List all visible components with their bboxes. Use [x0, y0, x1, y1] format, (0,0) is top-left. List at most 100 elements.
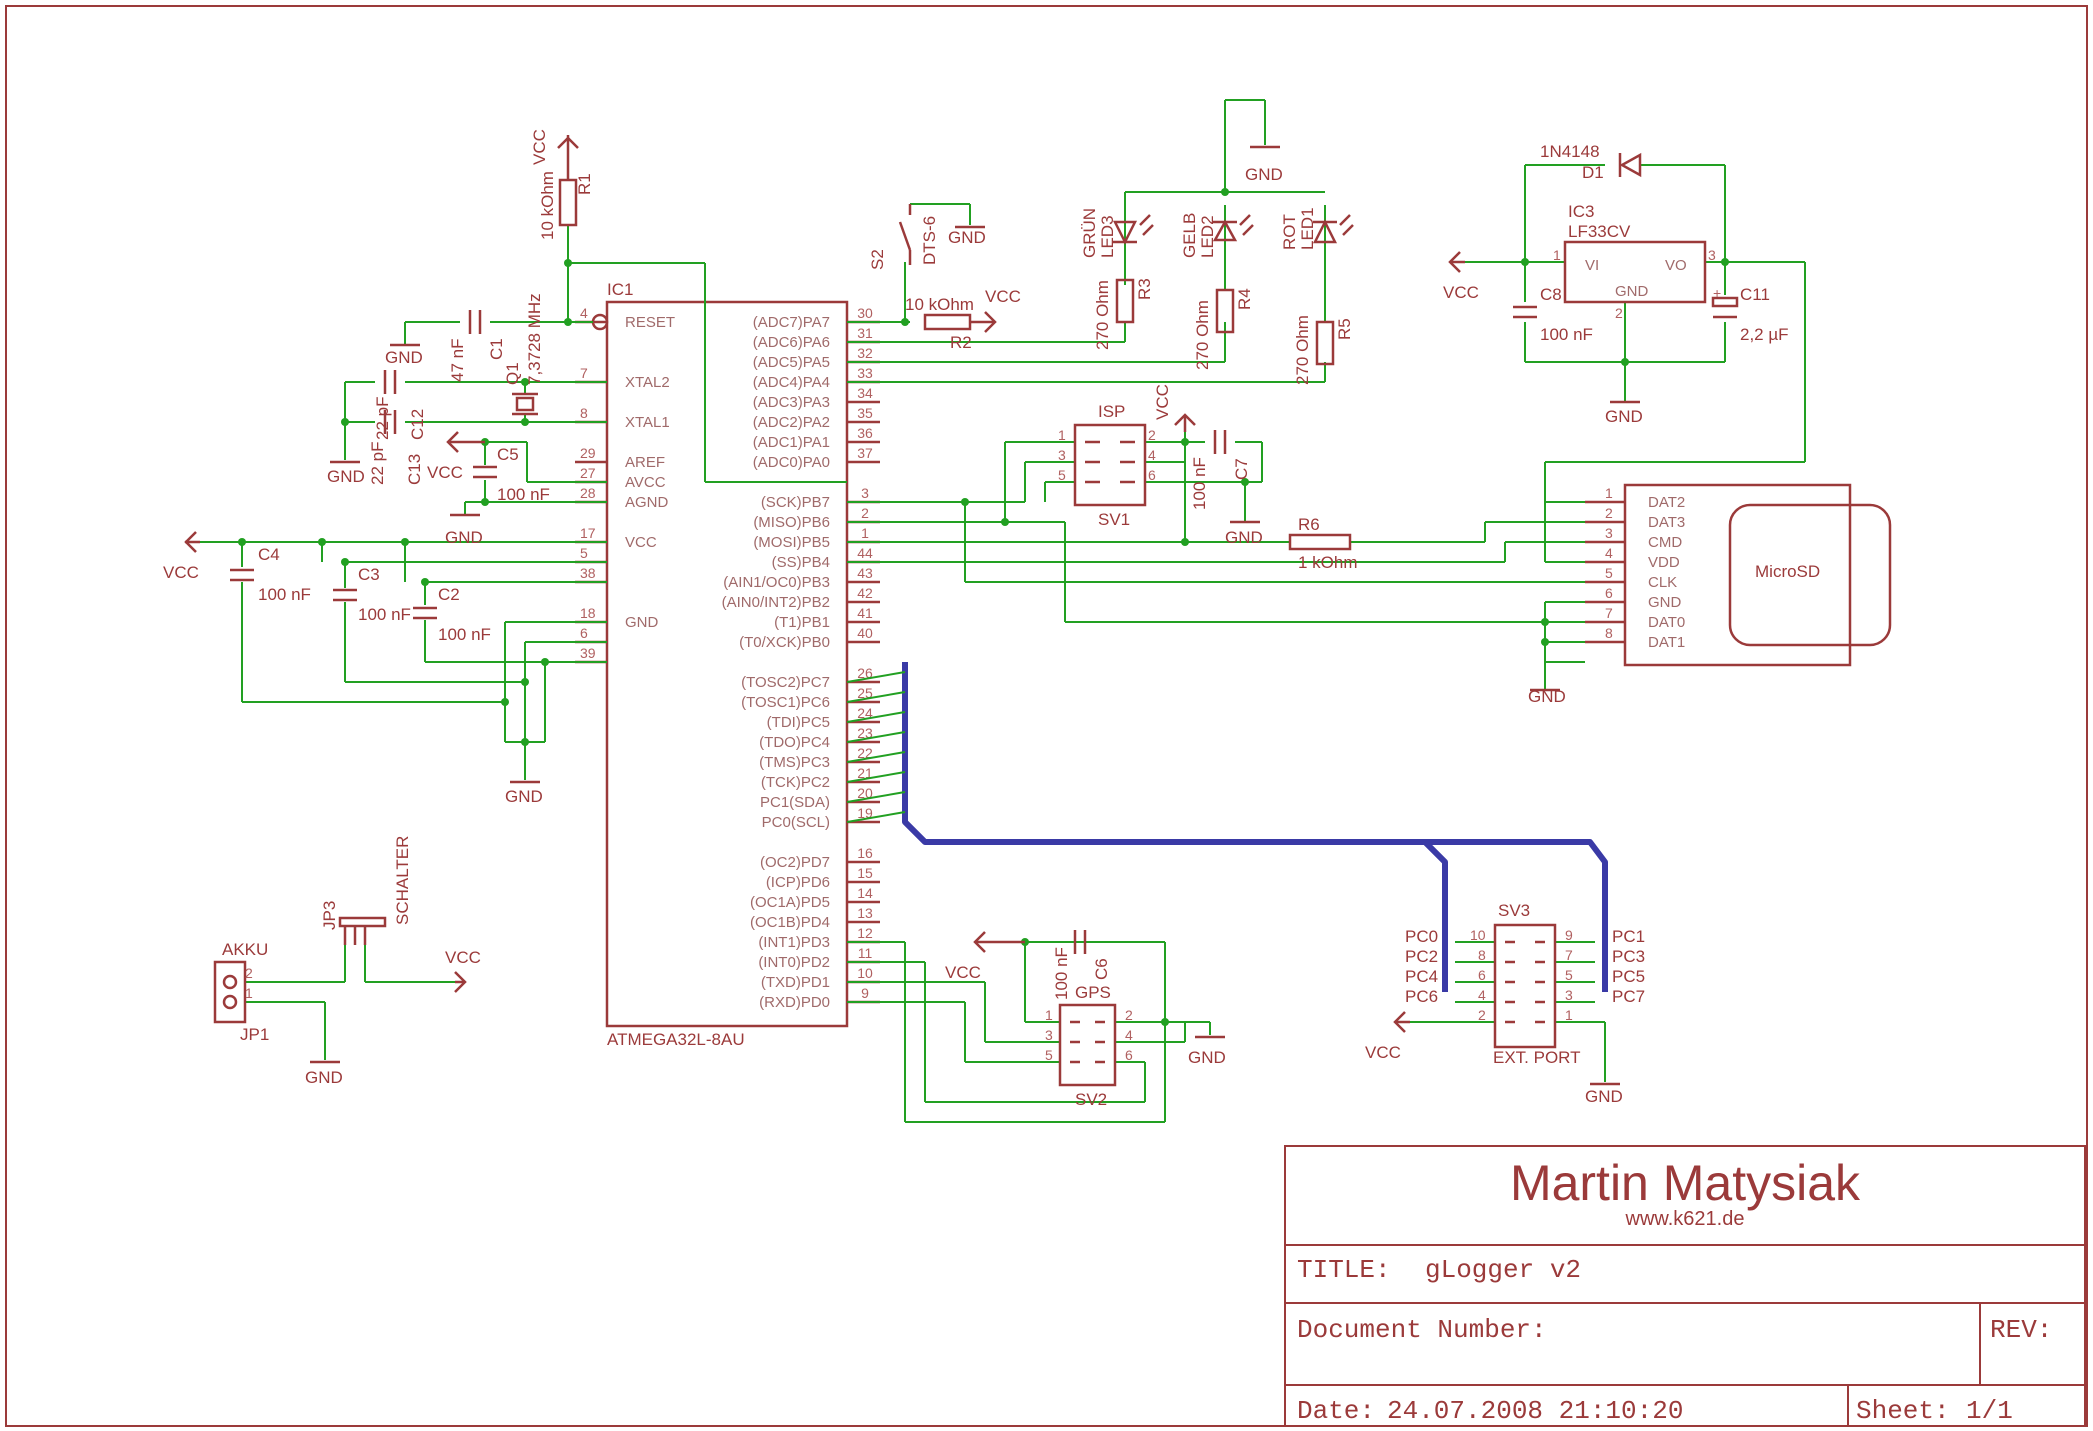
jp1-ref: JP1 [240, 1025, 269, 1044]
pc-left-1: PC2 [1405, 947, 1438, 966]
capacitor-c8: C8 100 nF [1513, 285, 1593, 344]
mcu-right-pin-name: (ADC2)PA2 [753, 414, 830, 431]
mcu-left-pin-number: 29 [580, 445, 596, 461]
svg-text:6: 6 [1478, 967, 1486, 983]
sd-pin-name: CLK [1648, 574, 1677, 591]
sv2-ref: SV2 [1075, 1090, 1107, 1109]
mcu-right-pin-name: (ADC1)PA1 [753, 434, 830, 451]
svg-text:2: 2 [1125, 1007, 1133, 1023]
mcu-right-pins: 30(ADC7)PA731(ADC6)PA632(ADC5)PA533(ADC4… [722, 305, 880, 1011]
mcu-right-pin-name: (OC2)PD7 [760, 854, 830, 871]
mcu-right-pin-name: (MISO)PB6 [753, 514, 830, 531]
sd-pin-name: GND [1648, 594, 1682, 611]
r6-value: 1 kOhm [1298, 553, 1358, 572]
mcu-right-pin-name: (TOSC1)PC6 [741, 694, 830, 711]
c6-ref: C6 [1092, 958, 1111, 980]
svg-text:4: 4 [1148, 447, 1156, 463]
led3-color: GRÜN [1080, 208, 1099, 258]
mcu-right-pin-number: 10 [857, 965, 873, 981]
sv3-ref: SV3 [1498, 901, 1530, 920]
led-led3: GRÜN LED3 [1080, 208, 1154, 258]
mcu-right-pin-name: (INT0)PD2 [758, 954, 830, 971]
pc-left-3: PC6 [1405, 987, 1438, 1006]
r3-value: 270 Ohm [1093, 280, 1112, 350]
title-block: Martin Matysiak www.k621.de TITLE: gLogg… [1284, 1145, 2086, 1427]
vcc-label-r2: VCC [985, 287, 1021, 306]
c8-value: 100 nF [1540, 325, 1593, 344]
svg-text:4: 4 [1125, 1027, 1133, 1043]
akku-label: AKKU [222, 940, 268, 959]
vcc-arrow-sv3: VCC [1365, 1011, 1410, 1062]
mcu-right-pin-number: 30 [857, 305, 873, 321]
mcu-left-pin-number: 18 [580, 605, 596, 621]
svg-text:10: 10 [1470, 927, 1486, 943]
mcu-left-pin-number: 17 [580, 525, 596, 541]
c13-value: 22 pF [368, 442, 387, 485]
ext-port-label: EXT. PORT [1493, 1048, 1581, 1067]
gnd-label-sd: GND [1528, 687, 1566, 706]
mcu-left-pin-name: AGND [625, 494, 669, 511]
mcu-part: ATMEGA32L-8AU [607, 1030, 745, 1049]
mcu-right-pin-name: (TXD)PD1 [761, 974, 830, 991]
q1-value: 7,3728 MHz [525, 293, 544, 385]
svg-text:3: 3 [1058, 447, 1066, 463]
pc-right-1: PC3 [1612, 947, 1645, 966]
svg-text:1: 1 [1565, 1007, 1573, 1023]
pc-left-0: PC0 [1405, 927, 1438, 946]
mcu-right-pin-name: (TDI)PC5 [767, 714, 830, 731]
capacitor-c5: C5 100 nF [473, 445, 550, 504]
c11-value: 2,2 µF [1740, 325, 1789, 344]
vcc-arrow-ic3: VCC [1443, 251, 1479, 302]
gnd-label-xtal: GND [327, 467, 365, 486]
d1-value: 1N4148 [1540, 142, 1600, 161]
svg-text:1: 1 [245, 985, 253, 1001]
r5-ref: R5 [1335, 318, 1354, 340]
r1-value: 10 kOhm [538, 171, 557, 240]
mcu-left-pin-number: 5 [580, 545, 588, 561]
q1-ref: Q1 [503, 362, 522, 385]
mcu-right-pin-name: (ADC7)PA7 [753, 314, 830, 331]
r1-ref: R1 [575, 173, 594, 195]
mcu-left-pin-number: 28 [580, 485, 596, 501]
c11-ref: C11 [1740, 285, 1770, 304]
sd-pin-number: 1 [1605, 485, 1613, 501]
mcu-right-pin-number: 22 [857, 745, 873, 761]
mcu-left-pin-name: AREF [625, 454, 665, 471]
jumper-jp3-schalter: JP3 SCHALTER [320, 836, 412, 945]
mcu-right-pin-name: (INT1)PD3 [758, 934, 830, 951]
mcu-right-pin-name: (AIN1/OC0)PB3 [723, 574, 830, 591]
mcu-left-pin-name: XTAL1 [625, 414, 670, 431]
vcc-label-ic3: VCC [1443, 283, 1479, 302]
mcu-right-pin-number: 15 [857, 865, 873, 881]
c3-value: 100 nF [358, 605, 411, 624]
c12-value: 22 pF [373, 397, 392, 440]
mcu-right-pin-number: 20 [857, 785, 873, 801]
author-name: Martin Matysiak [1510, 1155, 1861, 1211]
led3-ref: LED3 [1098, 215, 1117, 258]
s2-type: DTS-6 [920, 216, 939, 265]
pc-left-2: PC4 [1405, 967, 1438, 986]
resistor-r6: R6 1 kOhm [1288, 515, 1358, 572]
sd-pin-number: 2 [1605, 505, 1613, 521]
c13-ref: C13 [405, 454, 424, 485]
mcu-right-pin-number: 3 [861, 485, 869, 501]
mcu-left-pin-number: 4 [580, 305, 588, 321]
mcu-right-pin-number: 25 [857, 685, 873, 701]
mcu-right-pin-name: (TOSC2)PC7 [741, 674, 830, 691]
sheet-value: 1/1 [1966, 1396, 2013, 1426]
c7-ref: C7 [1232, 458, 1251, 480]
svg-text:6: 6 [1125, 1047, 1133, 1063]
pc-right-3: PC7 [1612, 987, 1645, 1006]
mcu-right-pin-name: (SCK)PB7 [761, 494, 830, 511]
mcu-right-pin-number: 9 [861, 985, 869, 1001]
sd-pin-number: 8 [1605, 625, 1613, 641]
mcu-right-pin-number: 37 [857, 445, 873, 461]
vcc-arrow-gps: VCC [945, 931, 1025, 982]
document-number-label: Document Number: [1297, 1315, 1547, 1345]
s2-ref: S2 [868, 249, 887, 270]
capacitor-c13: C13 22 pF [368, 410, 424, 485]
vcc-label-gps: VCC [945, 963, 981, 982]
sd-pin-number: 7 [1605, 605, 1613, 621]
